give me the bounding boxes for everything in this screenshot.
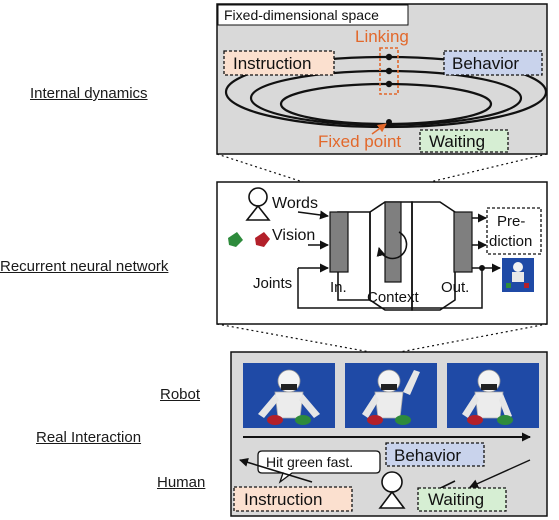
- robot-label: Robot: [160, 386, 201, 403]
- waiting-label: Waiting: [429, 132, 485, 151]
- speech-arrow: [239, 458, 313, 483]
- return-arrow: [469, 459, 531, 488]
- human-label: Human: [157, 474, 206, 491]
- waiting-box: [419, 129, 509, 153]
- green-object-icon: [228, 232, 243, 247]
- real-interaction-panel: Behavior Hit green fast. Instruction Wai…: [230, 351, 548, 517]
- prediction-label-line1: Pre-: [497, 213, 525, 230]
- human-icon: [378, 471, 406, 509]
- linking-label: Linking: [355, 27, 409, 46]
- linking-point-3: [385, 80, 393, 88]
- bottom-instruction-box: [233, 486, 353, 512]
- linking-box: [379, 47, 399, 95]
- red-object-icon: [255, 232, 270, 247]
- words-arrow: [297, 210, 329, 220]
- joints-label: Joints: [253, 275, 292, 292]
- robot-thumbnail: [502, 258, 534, 292]
- zoom-line-right: [429, 153, 548, 183]
- panel-title: Fixed-dimensional space: [224, 7, 379, 23]
- bottom-waiting-label: Waiting: [428, 490, 484, 509]
- bottom-behavior-box: [385, 442, 485, 467]
- behavior-box: [443, 50, 543, 76]
- instruction-box: [223, 50, 335, 76]
- context-layer-block: [384, 201, 402, 283]
- output-label: Out.: [441, 279, 469, 296]
- output-arrows: [472, 213, 501, 273]
- behavior-label: Behavior: [452, 54, 519, 73]
- input-label: In.: [330, 279, 347, 296]
- bottom-instruction-label: Instruction: [244, 490, 322, 509]
- input-layer-block: [329, 211, 349, 273]
- bottom-behavior-label: Behavior: [394, 446, 461, 465]
- feedback-loop: [297, 268, 483, 309]
- rnn-panel: Words Vision Joints In. Context Out.: [216, 181, 548, 325]
- speech-text: Hit green fast.: [266, 454, 353, 470]
- linking-point-1: [385, 53, 393, 61]
- bottom-waiting-box: [417, 487, 507, 512]
- prediction-box: [486, 207, 542, 255]
- context-label: Context: [367, 289, 420, 306]
- linking-point-2: [385, 67, 393, 75]
- prediction-label-line2: diction: [489, 233, 532, 250]
- internal-dynamics-panel: Fixed-dimensional space Linking Instruct…: [216, 3, 548, 155]
- real-interaction-label: Real Interaction: [36, 429, 142, 446]
- fixed-point-dot: [386, 119, 392, 125]
- robot-photo-1: [243, 363, 335, 428]
- robot-photo-3: [447, 363, 539, 428]
- zoom-line-left: [216, 153, 304, 183]
- zoom-lines-bottom: [216, 323, 548, 353]
- input-arrows: [297, 210, 329, 273]
- instruction-label: Instruction: [233, 54, 311, 73]
- robot-photo-2: [345, 363, 437, 428]
- output-layer-block: [453, 211, 473, 273]
- zoom-line-left-2: [216, 323, 371, 353]
- words-label: Words: [272, 195, 318, 212]
- fixed-point-arrow: [371, 123, 387, 135]
- zoom-line-right-2: [399, 323, 548, 353]
- panel-title-box: [217, 4, 409, 26]
- rnn-label: Recurrent neural network: [0, 258, 169, 275]
- zoom-lines-top: [216, 153, 548, 183]
- vision-label: Vision: [272, 227, 315, 244]
- recurrent-loop-arrow: [376, 231, 408, 260]
- fixed-point-label: Fixed point: [318, 132, 401, 151]
- internal-dynamics-label: Internal dynamics: [30, 85, 148, 102]
- context-outline-right: [411, 201, 456, 311]
- person-icon: [245, 187, 271, 221]
